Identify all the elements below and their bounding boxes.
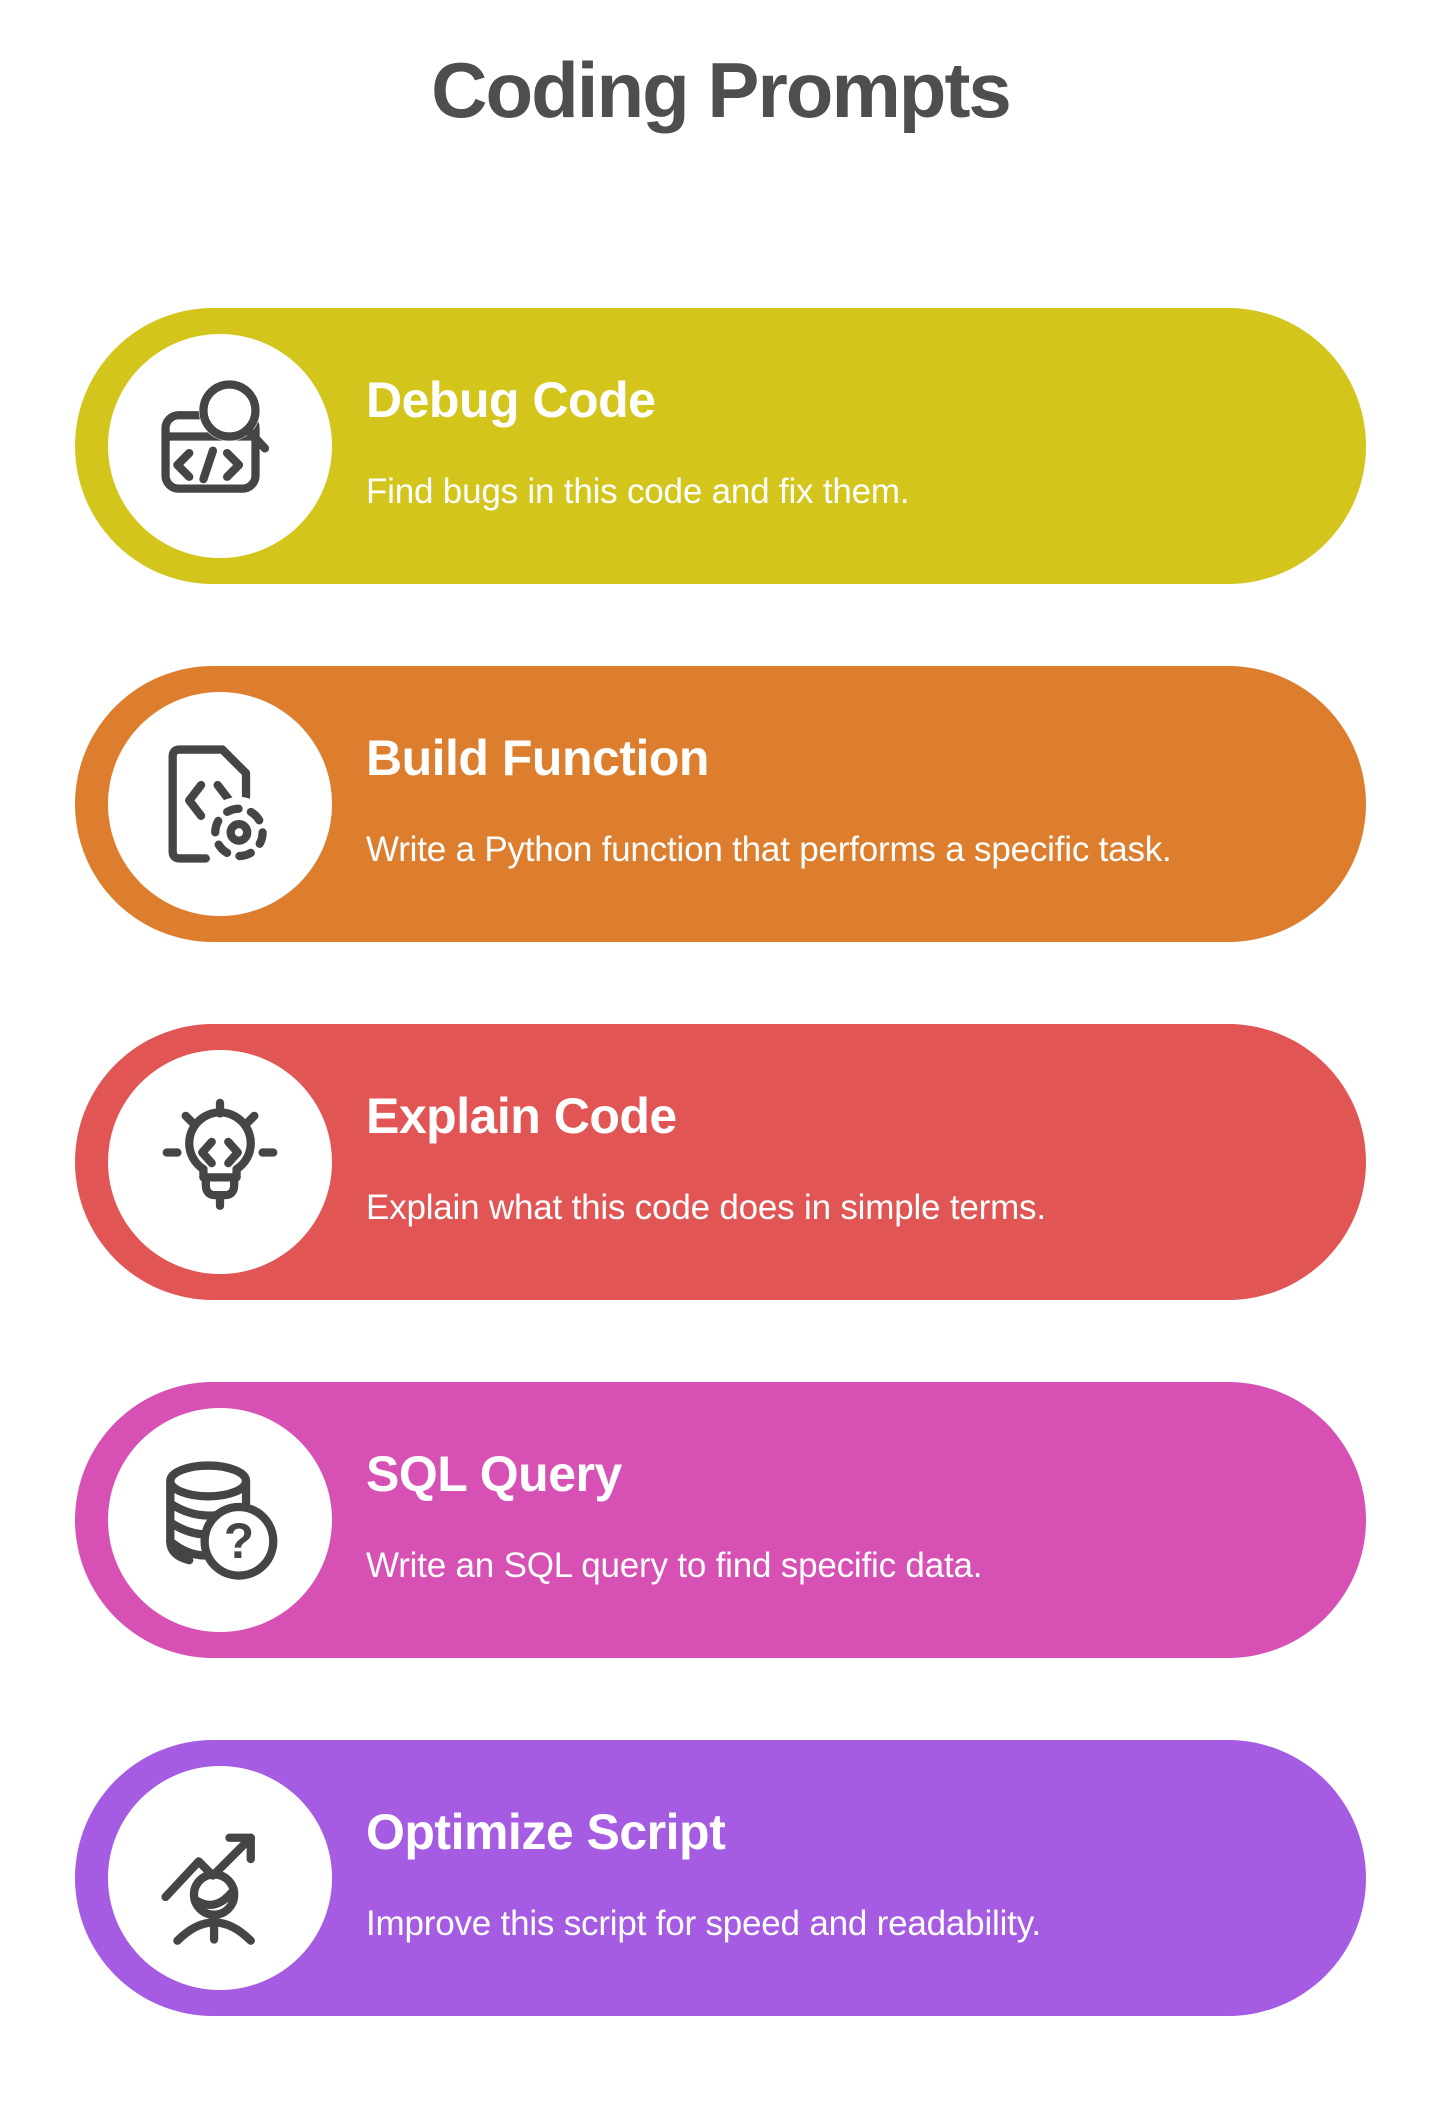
icon-circle: ? [108,1407,332,1632]
page-title: Coding Prompts [431,46,1012,134]
card-subtitle: Write an SQL query to find specific data… [366,1546,983,1586]
icon-circle [108,1765,332,1990]
card-title: SQL Query [366,1446,622,1503]
card-subtitle: Write a Python function that performs a … [366,830,1172,870]
card-content: Build Function Write a Python function t… [366,731,1292,876]
icon-circle [108,333,332,558]
card-subtitle: Explain what this code does in simple te… [366,1188,1046,1228]
card-title: Build Function [366,730,709,787]
icon-circle [108,691,332,916]
code-window-magnifier-icon [161,379,270,493]
person-growth-arrow-icon [161,1833,255,1945]
card-content: Explain Code Explain what this code does… [366,1089,1166,1234]
card-content: SQL Query Write an SQL query to find spe… [366,1447,1102,1592]
icon-circle [108,1049,332,1274]
card-title: Explain Code [366,1088,677,1145]
card-build-function: Build Function Write a Python function t… [75,665,1366,942]
card-debug-code: Debug Code Find bugs in this code and fi… [75,307,1366,584]
code-file-gear-icon [168,745,275,868]
card-optimize-script: Optimize Script Improve this script for … [75,1739,1366,2016]
database-question-icon: ? [166,1461,278,1580]
lightbulb-code-icon [162,1098,278,1210]
card-title: Debug Code [366,372,656,429]
card-explain-code: Explain Code Explain what this code does… [75,1023,1366,1300]
card-subtitle: Improve this script for speed and readab… [366,1904,1041,1944]
prompt-card-list: Debug Code Find bugs in this code and fi… [0,307,1441,2016]
card-content: Optimize Script Improve this script for … [366,1805,1161,1950]
card-sql-query: ? SQL Query Write an SQL query to find s… [75,1381,1366,1658]
card-content: Debug Code Find bugs in this code and fi… [366,373,1029,518]
card-title: Optimize Script [366,1804,726,1861]
card-subtitle: Find bugs in this code and fix them. [366,472,910,512]
question-mark-glyph: ? [224,1513,254,1569]
